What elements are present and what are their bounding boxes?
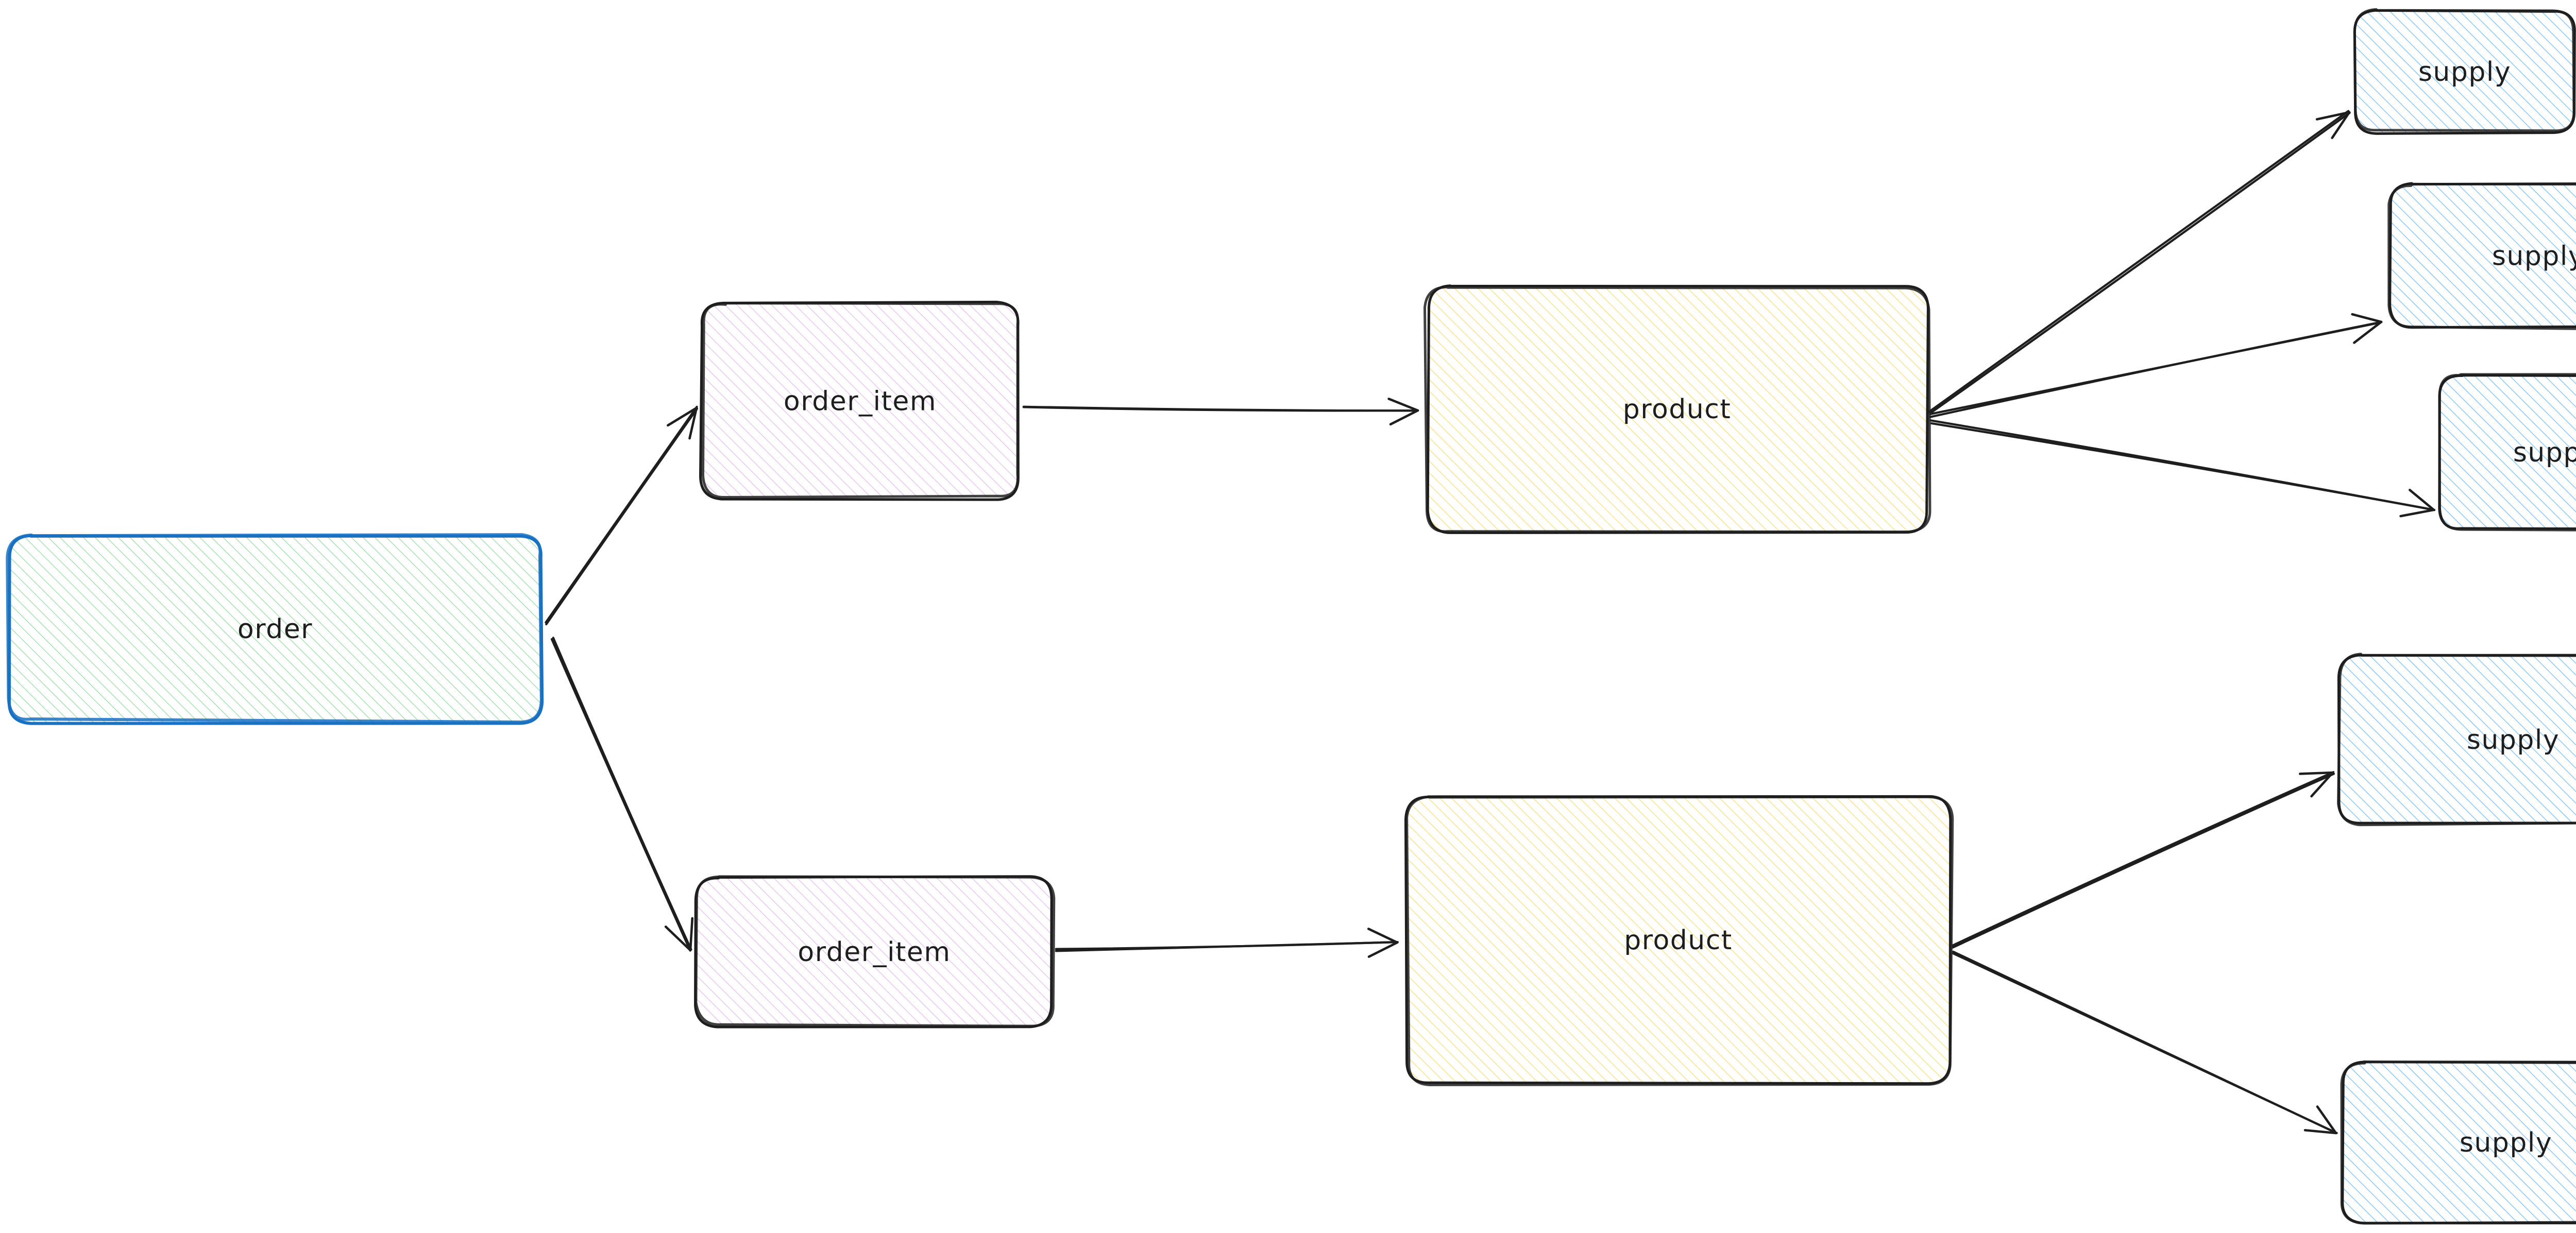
node-outline [1423,285,1931,534]
node-fill [2388,183,2576,328]
node-label: supply [2513,437,2576,468]
node-outline [694,875,1056,1028]
node-outline [6,533,543,724]
arrowhead-icon [664,917,694,952]
edge-product_bottom-to-supply_5[interactable] [1952,950,2338,1135]
edge-line [1055,941,1399,952]
edge-line [1930,422,2434,511]
edge-line [1929,321,2383,418]
arrowhead-icon [2303,1105,2337,1135]
node-supply_4[interactable]: supply [2337,653,2576,827]
edge-order_item_top-to-product_top[interactable] [1022,398,1419,426]
node-outline [2337,653,2576,827]
node-outline [2353,8,2575,132]
arrowhead-icon [2299,771,2334,798]
edge-line [545,405,698,624]
edge-product_top-to-supply_3[interactable] [1929,419,2436,518]
node-product_bottom[interactable]: product [1404,795,1954,1086]
edge-layer [545,110,2436,1135]
node-label: supply [2460,1127,2552,1158]
node-supply_3[interactable]: supply [2438,373,2576,532]
node-label: supply [2467,725,2560,756]
edge-product_bottom-to-supply_4[interactable] [1952,771,2335,949]
edge-line [1952,952,2338,1135]
node-label: supply [2418,57,2511,88]
edge-line [1952,773,2335,949]
node-fill [701,303,1018,499]
node-product_top[interactable]: product [1423,284,1931,534]
edge-product_top-to-supply_2[interactable] [1929,313,2383,418]
node-outline [2340,1060,2576,1225]
edge-order-to-order_item_top[interactable] [545,405,699,626]
node-fill [2354,9,2574,132]
node-supply_2[interactable]: supply [2387,182,2576,330]
node-fill [2439,375,2576,529]
node-fill [9,535,541,723]
edge-line [1929,111,2351,414]
node-order_item_top[interactable]: order_item [699,300,1020,501]
node-label: product [1623,394,1732,425]
arrowhead-icon [667,406,698,440]
node-fill [2341,1063,2576,1223]
node-fill [1427,286,1927,532]
arrowhead-icon [2351,313,2383,344]
edge-product_top-to-supply_1[interactable] [1927,110,2351,414]
edge-order-to-order_item_bottom[interactable] [550,637,694,952]
node-fill [1406,796,1951,1085]
node-outline [702,302,1020,499]
node-outline [1405,795,1954,1086]
node-label: order_item [798,937,951,968]
node-supply_1[interactable]: supply [2353,8,2576,135]
node-order[interactable]: order [6,533,544,725]
edge-line [545,407,699,626]
node-outline [2387,182,2576,330]
node-layer: orderorder_itemorder_itemproductproducts… [6,8,2576,1225]
edge-line [1927,110,2350,414]
node-supply_5[interactable]: supply [2340,1060,2576,1225]
node-label: supply [2492,241,2576,272]
node-label: product [1624,925,1733,956]
node-fill [2338,654,2576,824]
edge-line [1022,406,1419,412]
edge-line [552,637,692,951]
edge-line [1952,771,2335,947]
edge-line [550,638,691,952]
node-label: order_item [784,386,937,417]
node-label: order [238,614,313,645]
arrowhead-icon [1367,928,1399,958]
edge-order_item_bottom-to-product_bottom[interactable] [1055,928,1399,958]
node-fill [696,877,1053,1028]
arrowhead-icon [1387,398,1419,426]
arrowhead-icon [2399,489,2435,518]
node-order_item_bottom[interactable]: order_item [694,875,1056,1029]
arrowhead-icon [2315,111,2351,140]
node-outline [2438,373,2576,532]
